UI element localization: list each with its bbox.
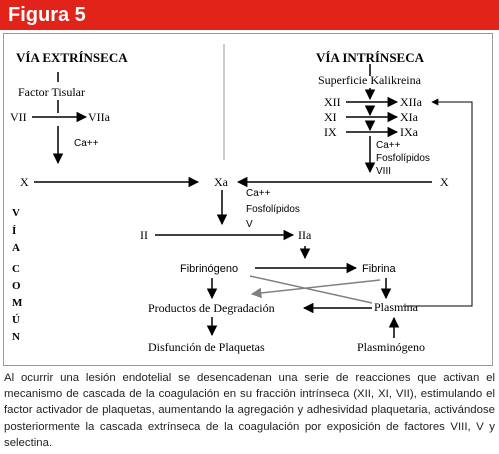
productos-degradacion-label: Productos de Degradación [148, 301, 275, 315]
iia-label: IIa [298, 228, 312, 242]
ca-ext-label: Ca++ [74, 138, 99, 149]
via-comun-letter: V [12, 207, 20, 219]
plasmina-label: Plasmina [374, 300, 419, 314]
viia-label: VIIa [88, 110, 111, 124]
cofactor-int-ca: Ca++ [376, 140, 401, 151]
superficie-kalikreina-label: Superficie Kalikreina [318, 73, 422, 87]
plasmina-feedback-arrow [403, 98, 473, 307]
via-comun-letter: O [12, 280, 21, 292]
via-comun-letter: C [12, 263, 20, 275]
xiia-label: XIIa [400, 95, 423, 109]
plasminogeno-label: Plasminógeno [357, 340, 425, 354]
fibrinogeno-to-plasmina-cross [249, 275, 373, 304]
xia-label: XIa [400, 110, 419, 124]
plasmina-to-productos-cross [250, 279, 381, 299]
x-left-label: X [20, 175, 29, 189]
via-comun-letter: Ú [12, 314, 20, 326]
cofactor-int-fosfolipidos: Fosfolípidos [376, 153, 430, 164]
cofactor-common-ca: Ca++ [246, 188, 271, 199]
factor-tisular-label: Factor Tisular [18, 85, 85, 99]
via-comun-letter: Í [12, 225, 16, 237]
xa-label: Xa [214, 175, 229, 189]
via-comun-letter: N [12, 331, 20, 343]
via-intrinseca-heading: VÍA INTRÍNSECA [316, 50, 425, 65]
figure-caption: Al ocurrir una lesión endotelial se dese… [4, 372, 495, 449]
cofactor-int-viii: VIII [376, 166, 391, 177]
ix-label: IX [324, 125, 337, 139]
xi-label: XI [324, 110, 337, 124]
diagram-frame [3, 33, 493, 366]
fibrinogeno-label: Fibrinógeno [180, 263, 238, 275]
xii-label: XII [324, 95, 341, 109]
vii-label: VII [10, 110, 27, 124]
disfuncion-plaquetas-label: Disfunción de Plaquetas [148, 340, 265, 354]
x-right-label: X [440, 175, 449, 189]
via-comun-letter: M [12, 297, 23, 309]
cofactor-common-v: V [246, 219, 253, 230]
via-comun-label: V Í A C O M Ú N [12, 207, 23, 343]
coagulation-cascade-diagram: VÍA EXTRÍNSECA VÍA INTRÍNSECA V Í A C O … [10, 44, 473, 354]
via-extrinseca-heading: VÍA EXTRÍNSECA [16, 50, 128, 65]
ixa-label: IXa [400, 125, 419, 139]
ii-label: II [140, 228, 148, 242]
via-comun-letter: A [12, 242, 20, 254]
cofactor-common-fosfolipidos: Fosfolípidos [246, 204, 300, 215]
figure-title: Figura 5 [0, 0, 499, 30]
fibrina-label: Fibrina [362, 263, 397, 275]
